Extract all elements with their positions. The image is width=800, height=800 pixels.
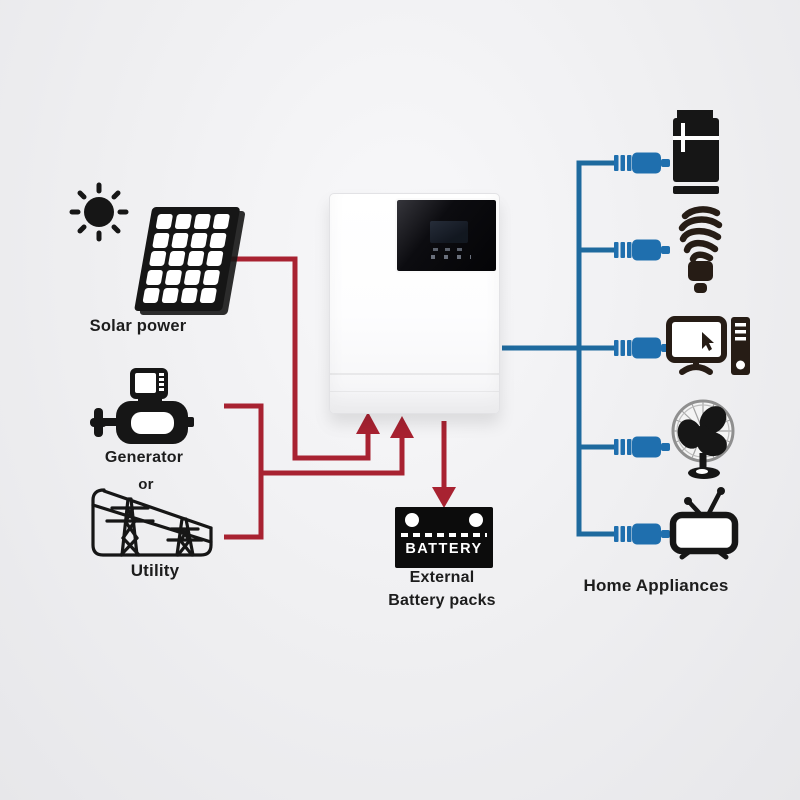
up-arrow-icon bbox=[356, 412, 380, 434]
fan-icon bbox=[671, 399, 735, 479]
power-plug-icon bbox=[614, 239, 670, 261]
generator-utility-wire bbox=[224, 403, 264, 540]
power-plug-icon bbox=[614, 436, 670, 458]
tv-icon bbox=[669, 487, 739, 560]
battery-caption-line2: Battery packs bbox=[388, 592, 496, 609]
genutility-to-inverter-wire bbox=[261, 436, 405, 476]
power-plug-icon bbox=[614, 337, 670, 359]
ac-distribution-wire bbox=[502, 160, 616, 537]
inverter-seam bbox=[330, 373, 499, 375]
battery-text: BATTERY bbox=[405, 541, 483, 557]
battery-dashed-line bbox=[401, 533, 487, 537]
refrigerator-icon bbox=[673, 110, 719, 194]
generator-icon bbox=[90, 368, 194, 444]
solar-power-label: Solar power bbox=[89, 317, 187, 335]
power-plug-icon bbox=[614, 152, 670, 174]
sun-icon bbox=[69, 182, 129, 242]
power-plug-icon bbox=[614, 523, 670, 545]
inverter-buttons bbox=[431, 255, 471, 259]
solar-to-inverter-wire bbox=[226, 256, 371, 461]
battery-terminal bbox=[405, 513, 419, 527]
battery-terminal bbox=[469, 513, 483, 527]
up-arrow-icon bbox=[390, 416, 414, 438]
down-arrow-icon bbox=[432, 487, 456, 508]
home-appliances-label: Home Appliances bbox=[583, 576, 729, 595]
battery-icon: BATTERY bbox=[395, 507, 493, 568]
battery-caption-line1: External bbox=[409, 569, 475, 586]
inverter-lcd-screen bbox=[430, 221, 468, 243]
inverter-unit bbox=[329, 193, 500, 414]
inverter-seam bbox=[330, 391, 499, 392]
cfl-bulb-icon bbox=[678, 206, 723, 293]
inverter-display bbox=[395, 198, 498, 273]
inverter-status-leds bbox=[433, 248, 469, 251]
or-label: or bbox=[138, 476, 154, 493]
computer-icon bbox=[666, 316, 750, 375]
utility-towers-icon bbox=[91, 488, 213, 557]
utility-label: Utility bbox=[130, 561, 180, 580]
solar-panel-icon bbox=[134, 207, 246, 315]
generator-label: Generator bbox=[104, 449, 184, 466]
